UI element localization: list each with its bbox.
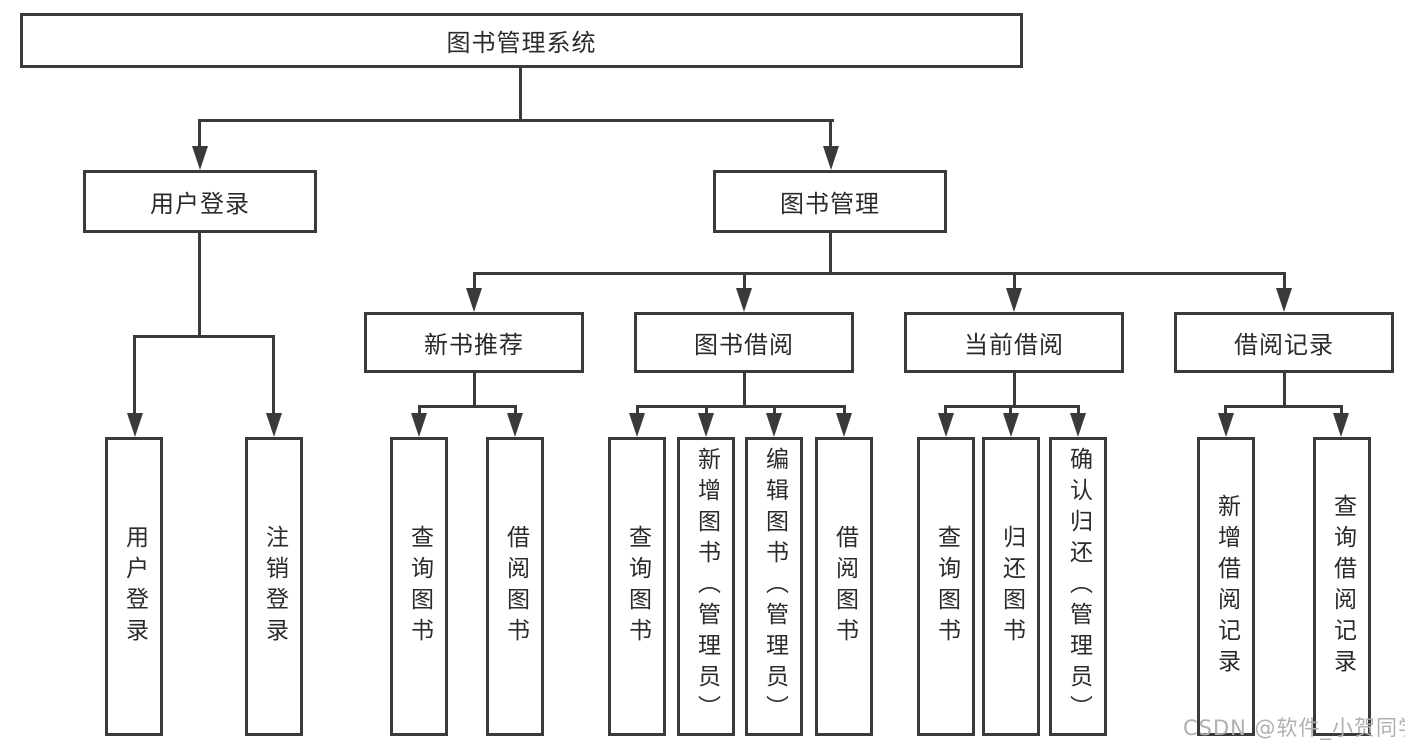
leaf-label: 确认归还（管理员） — [1065, 447, 1092, 726]
node-borrow-records-label: 借阅记录 — [1234, 331, 1334, 359]
leaf-query-books-recommend: 查询图书 — [390, 437, 448, 736]
arrow-down — [1003, 413, 1019, 437]
arrow-down — [192, 146, 208, 170]
leaf-label: 查询图书 — [624, 524, 651, 649]
connector-line — [743, 272, 746, 292]
connector-line — [1283, 272, 1286, 292]
connector-line — [1340, 405, 1343, 417]
leaf-label: 查询图书 — [933, 524, 960, 649]
connector-line — [1013, 272, 1016, 292]
connector-line — [843, 405, 846, 417]
node-current-borrow: 当前借阅 — [904, 312, 1124, 373]
connector-line — [1077, 405, 1080, 417]
leaf-query-books-current: 查询图书 — [917, 437, 975, 736]
node-root: 图书管理系统 — [20, 13, 1023, 68]
node-user-login-label: 用户登录 — [150, 190, 250, 218]
leaf-add-books-admin: 新增图书（管理员） — [677, 437, 735, 736]
node-book-borrow-label: 图书借阅 — [694, 331, 794, 359]
connector-line — [829, 233, 832, 275]
leaf-label: 注销登录 — [261, 524, 288, 649]
connector-line — [519, 68, 522, 121]
connector-line — [198, 119, 834, 122]
connector-line — [514, 405, 517, 417]
arrow-down — [629, 413, 645, 437]
leaf-label: 编辑图书（管理员） — [761, 447, 788, 726]
arrow-down — [938, 413, 954, 437]
connector-line — [198, 119, 201, 149]
leaf-borrow-books-recommend: 借阅图书 — [486, 437, 544, 736]
node-new-book-recommend: 新书推荐 — [364, 312, 584, 373]
leaf-label: 用户登录 — [121, 524, 148, 649]
leaf-label: 借阅图书 — [831, 524, 858, 649]
node-borrow-records: 借阅记录 — [1174, 312, 1394, 373]
node-book-borrow: 图书借阅 — [634, 312, 854, 373]
leaf-edit-books-admin: 编辑图书（管理员） — [745, 437, 803, 736]
node-user-login: 用户登录 — [83, 170, 317, 233]
connector-line — [1283, 373, 1286, 407]
arrow-down — [507, 413, 523, 437]
connector-line — [829, 119, 832, 149]
arrow-down — [1333, 413, 1349, 437]
arrow-down — [1006, 288, 1022, 312]
leaf-user-login: 用户登录 — [105, 437, 163, 736]
leaf-label: 新增图书（管理员） — [693, 447, 720, 726]
connector-line — [272, 335, 275, 417]
connector-line — [133, 335, 136, 417]
connector-line — [1224, 405, 1227, 417]
node-book-management-label: 图书管理 — [780, 190, 880, 218]
leaf-query-borrow-record: 查询借阅记录 — [1313, 437, 1371, 736]
leaf-return-books: 归还图书 — [982, 437, 1040, 736]
arrow-down — [823, 146, 839, 170]
connector-line — [773, 405, 776, 417]
connector-line — [418, 405, 517, 408]
connector-line — [944, 405, 1080, 408]
leaf-label: 查询图书 — [406, 524, 433, 649]
connector-line — [198, 233, 201, 337]
connector-line — [418, 405, 421, 417]
leaf-query-books-borrow: 查询图书 — [608, 437, 666, 736]
node-book-management: 图书管理 — [713, 170, 947, 233]
connector-line — [636, 405, 846, 408]
connector-line — [1009, 405, 1012, 417]
arrow-down — [1218, 413, 1234, 437]
arrow-down — [127, 413, 143, 437]
arrow-down — [411, 413, 427, 437]
arrow-down — [466, 288, 482, 312]
csdn-watermark: CSDN @软件_小贺同学 — [1183, 716, 1405, 740]
connector-line — [473, 373, 476, 407]
arrow-down — [698, 413, 714, 437]
arrow-down — [766, 413, 782, 437]
arrow-down — [1070, 413, 1086, 437]
node-current-borrow-label: 当前借阅 — [964, 331, 1064, 359]
connector-line — [1013, 373, 1016, 407]
connector-line — [705, 405, 708, 417]
connector-line — [944, 405, 947, 417]
connector-line — [743, 373, 746, 407]
node-root-label: 图书管理系统 — [446, 29, 597, 57]
connector-line — [133, 335, 275, 338]
connector-line — [1224, 405, 1343, 408]
leaf-label: 新增借阅记录 — [1213, 493, 1240, 680]
leaf-borrow-books: 借阅图书 — [815, 437, 873, 736]
connector-line — [473, 272, 1286, 275]
arrow-down — [266, 413, 282, 437]
leaf-confirm-return-admin: 确认归还（管理员） — [1049, 437, 1107, 736]
connector-line — [636, 405, 639, 417]
arrow-down — [736, 288, 752, 312]
node-new-book-recommend-label: 新书推荐 — [424, 331, 524, 359]
leaf-logout: 注销登录 — [245, 437, 303, 736]
leaf-add-borrow-record: 新增借阅记录 — [1197, 437, 1255, 736]
arrow-down — [1276, 288, 1292, 312]
connector-line — [473, 272, 476, 292]
arrow-down — [836, 413, 852, 437]
leaf-label: 借阅图书 — [502, 524, 529, 649]
leaf-label: 查询借阅记录 — [1329, 493, 1356, 680]
leaf-label: 归还图书 — [998, 524, 1025, 649]
